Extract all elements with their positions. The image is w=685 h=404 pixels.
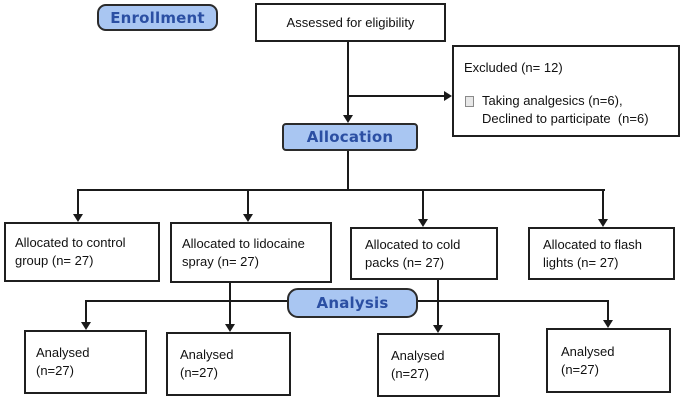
allocated-control-box: Allocated to control group (n= 27) (4, 222, 160, 282)
analysed-box-1: Analysed (n=27) (24, 330, 147, 394)
arrowhead-right (444, 91, 452, 101)
arrowhead-down (603, 320, 613, 328)
analysed-box-2: Analysed (n=27) (166, 332, 291, 396)
connector-drop-analysed-4 (607, 300, 609, 321)
assessed-eligibility-box: Assessed for eligibility (255, 3, 446, 42)
arrowhead-down (81, 322, 91, 330)
connector-allocation-stem (347, 151, 349, 190)
excluded-reasons: Taking analgesics (n=6), Declined to par… (464, 92, 670, 128)
connector-drop-cold-packs (422, 189, 424, 220)
excluded-title: Excluded (n= 12) (464, 60, 563, 75)
connector-drop-analysed-1 (85, 300, 87, 323)
arrowhead-down (73, 214, 83, 222)
connector-drop-analysed-2 (229, 300, 231, 325)
connector-drop-flash-lights (602, 189, 604, 220)
connector-to-excluded (348, 95, 444, 97)
bullet-square-icon (465, 96, 474, 107)
excluded-reasons-text: Taking analgesics (n=6), Declined to par… (482, 93, 649, 126)
allocated-cold-packs-box: Allocated to cold packs (n= 27) (350, 227, 498, 280)
excluded-box: Excluded (n= 12) Taking analgesics (n=6)… (452, 45, 680, 137)
arrowhead-down (418, 219, 428, 227)
analysed-box-3: Analysed (n=27) (377, 333, 500, 397)
allocated-flash-lights-box: Allocated to flash lights (n= 27) (528, 227, 675, 280)
connector-drop-control (77, 189, 79, 215)
arrowhead-down (243, 214, 253, 222)
connector-stem-cold-packs (437, 280, 439, 301)
stage-allocation: Allocation (282, 123, 418, 151)
arrowhead-down (343, 115, 353, 123)
stage-enrollment: Enrollment (97, 4, 218, 31)
arrowhead-down (598, 219, 608, 227)
arrowhead-down (225, 324, 235, 332)
stage-analysis: Analysis (287, 288, 418, 318)
connector-assessed-to-allocation (347, 42, 349, 116)
arrowhead-down (433, 325, 443, 333)
connector-drop-lidocaine (247, 189, 249, 215)
connector-stem-lidocaine (229, 283, 231, 301)
connector-allocation-branch (78, 189, 605, 191)
allocated-lidocaine-box: Allocated to lidocaine spray (n= 27) (170, 222, 332, 283)
connector-drop-analysed-3 (437, 300, 439, 326)
analysed-box-4: Analysed (n=27) (546, 328, 671, 393)
